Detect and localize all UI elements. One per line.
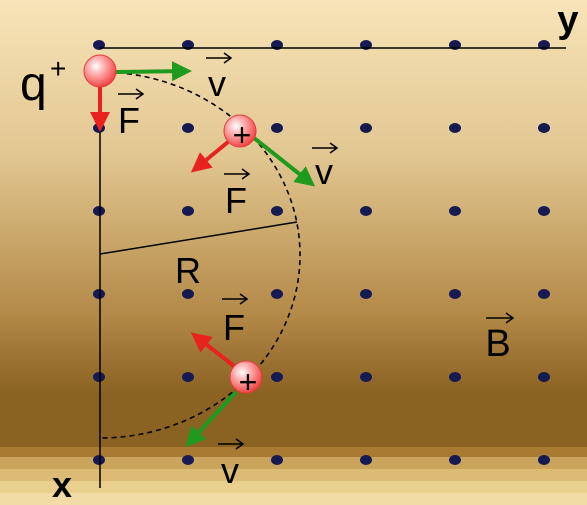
vector-arrow-icon (118, 88, 145, 100)
field-dot (360, 289, 372, 299)
field-dot (449, 206, 461, 216)
axis-label-y: y (557, 0, 578, 41)
radius-label: R (175, 250, 201, 291)
plus-sign: + (239, 364, 258, 400)
field-dot (360, 123, 372, 133)
velocity-arrow-top (115, 61, 192, 82)
background-band (0, 469, 587, 481)
velocity-arrow-low (185, 390, 238, 447)
field-dot (449, 289, 461, 299)
field-dot (360, 372, 372, 382)
field-dot (271, 123, 283, 133)
charge-low (229, 360, 263, 394)
charge-mid (223, 114, 257, 148)
charge-label: q (20, 58, 47, 111)
plus-sign: + (233, 117, 252, 153)
velocity-arrow-mid (252, 136, 316, 187)
radius-line (99, 221, 298, 255)
field-dot (271, 289, 283, 299)
field-dot (182, 455, 194, 465)
field-dot (93, 289, 105, 299)
field-dot (538, 206, 550, 216)
velocity-label-top: v (208, 63, 226, 104)
vector-arrow-icon (218, 438, 245, 450)
field-dot (360, 455, 372, 465)
field-dot (449, 123, 461, 133)
field-dot (182, 206, 194, 216)
charge-start (83, 54, 117, 88)
field-dot (93, 372, 105, 382)
field-dot (360, 206, 372, 216)
field-dot (538, 455, 550, 465)
force-label-low: F (223, 307, 245, 348)
field-dot (538, 123, 550, 133)
background-band (0, 457, 587, 469)
background-band (0, 447, 587, 457)
field-dot (538, 289, 550, 299)
force-label-mid: F (225, 180, 247, 221)
field-dot (93, 206, 105, 216)
force-arrow-mid (190, 140, 230, 173)
field-dot (271, 206, 283, 216)
field-dot (449, 455, 461, 465)
field-dot (449, 372, 461, 382)
vector-arrow-icon (222, 293, 249, 305)
field-dot (271, 455, 283, 465)
background-band (0, 493, 587, 505)
velocity-label-low: v (221, 450, 239, 491)
force-arrow-low (190, 332, 236, 368)
vector-arrow-icon (206, 52, 233, 64)
field-dot (538, 372, 550, 382)
charge-label-sup: + (50, 53, 66, 84)
field-dot (271, 372, 283, 382)
vector-arrow-icon (486, 312, 515, 324)
field-dot (93, 455, 105, 465)
trajectory-arc (99, 71, 301, 439)
vector-arrow-icon (224, 168, 251, 180)
background-band (0, 481, 587, 493)
force-label-top: F (118, 100, 140, 141)
vector-arrow-icon (312, 142, 339, 154)
velocity-label-mid: v (315, 151, 333, 192)
field-dot (182, 289, 194, 299)
axis-label-x: x (52, 464, 72, 505)
field-dot (182, 123, 194, 133)
field-label: B (485, 323, 510, 365)
field-dot (182, 372, 194, 382)
